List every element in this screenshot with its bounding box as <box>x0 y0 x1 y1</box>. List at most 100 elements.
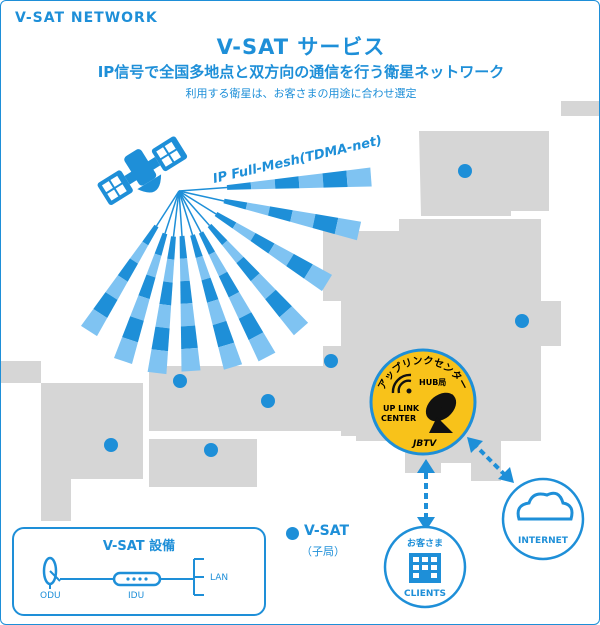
dish-icon <box>425 392 457 433</box>
hub-badge: HUB局 <box>419 378 446 387</box>
beam-segment <box>154 232 168 256</box>
beam-ray <box>178 190 217 215</box>
beam-segment <box>146 253 162 278</box>
idu-label: IDU <box>128 591 145 601</box>
beam-segment <box>195 256 211 281</box>
beam-segment <box>250 179 276 190</box>
page-subtitle: IP信号で全国多地点と双方向の通信を行う衛星ネットワーク <box>97 63 505 81</box>
hub-station: アップリンクセンター HUB局 UP LINK CENTER JBTV <box>369 348 477 456</box>
beam-segment <box>218 342 243 370</box>
beam-segment <box>181 347 201 372</box>
beam-segment <box>138 274 156 300</box>
beam-segment <box>238 312 264 341</box>
beam-segment <box>114 337 138 364</box>
japan-map <box>1 101 599 521</box>
beam-ray <box>172 190 180 237</box>
beam-segment <box>298 173 324 189</box>
terminal-dot <box>104 438 118 452</box>
hub-line2: CENTER <box>381 414 416 423</box>
equipment-diagram <box>42 556 204 596</box>
legend-sub: （子局） <box>301 545 345 558</box>
beam-segment <box>117 258 138 282</box>
beam-segment <box>248 332 276 362</box>
beam-segment <box>290 210 316 228</box>
beam-segment <box>304 264 332 292</box>
beam-segment <box>147 349 168 375</box>
beam-ray <box>178 190 225 202</box>
equipment-panel: V-SAT 設備 ODU IDU <box>12 527 266 616</box>
beam-segment <box>207 299 227 326</box>
idu-box-icon <box>112 571 162 587</box>
terminal-dot <box>324 354 338 368</box>
beam-ray <box>178 190 211 226</box>
vsat-terminals <box>104 164 529 457</box>
beam-segment <box>190 234 203 258</box>
signal-icon <box>391 373 412 394</box>
beam-segment <box>222 240 244 264</box>
beam-segment <box>163 258 175 283</box>
beam-fan <box>81 167 372 375</box>
beam-ray <box>155 190 180 227</box>
beam-segment <box>265 289 292 318</box>
beam-ray <box>164 190 180 234</box>
link-arrows <box>424 441 508 521</box>
legend-dot <box>286 527 299 540</box>
beam-segment <box>223 198 248 210</box>
beam-segment <box>207 223 228 246</box>
beam-segment <box>179 258 190 282</box>
beam-segment <box>201 277 219 303</box>
beam-segment <box>142 224 159 246</box>
beam-segment <box>236 256 260 282</box>
beam-ray <box>178 190 202 233</box>
network-label: V-SAT NETWORK <box>15 10 158 26</box>
beam-ray <box>178 190 183 237</box>
beam-segment <box>334 217 362 241</box>
beam-segment <box>250 233 275 254</box>
hub-line1: UP LINK <box>383 404 420 413</box>
beam-segment <box>151 326 170 352</box>
page-title: V-SAT サービス <box>216 35 386 59</box>
land-south <box>149 439 257 487</box>
beam-ray <box>178 190 194 236</box>
terminal-dot <box>261 394 275 408</box>
odu-dish-icon <box>42 556 61 589</box>
clients-node: お客さま CLIENTS <box>383 525 467 609</box>
beam-segment <box>226 182 252 190</box>
beam-segment <box>105 275 128 300</box>
page-caption: 利用する衛星は、お客さまの用途に合わせ選定 <box>185 87 417 100</box>
beam-segment <box>322 170 348 188</box>
land-west <box>41 383 143 521</box>
beam-segment <box>346 167 372 187</box>
beam-segment <box>228 292 252 319</box>
equipment-title: V-SAT 設備 <box>102 539 176 554</box>
beam-segment <box>286 253 313 279</box>
beam-segment <box>159 281 173 306</box>
beam-segment <box>180 280 193 304</box>
beam-segment <box>122 316 144 343</box>
internet-arrow <box>471 441 508 478</box>
beam-segment <box>130 241 149 264</box>
beam-segment <box>279 306 309 336</box>
internet-node: INTERNET <box>501 477 585 561</box>
beam-segment <box>180 303 196 327</box>
beam-segment <box>167 236 176 260</box>
terminal-dot <box>173 374 187 388</box>
beam-segment <box>250 273 276 300</box>
beam-segment <box>130 295 150 321</box>
terminal-dot <box>458 164 472 178</box>
beam-segment <box>214 212 237 229</box>
cloud-icon <box>516 491 574 521</box>
land-central <box>149 346 341 431</box>
brand-logo: JBTV <box>411 439 437 449</box>
beam-segment <box>312 214 339 235</box>
land-right-strip <box>561 101 599 116</box>
terminal-dot <box>204 443 218 457</box>
beam-segment <box>212 320 235 348</box>
building-icon <box>409 553 441 583</box>
beam-segment <box>268 243 294 267</box>
clients-label: CLIENTS <box>404 589 446 599</box>
odu-label: ODU <box>40 591 61 601</box>
beam-segment <box>179 235 188 259</box>
